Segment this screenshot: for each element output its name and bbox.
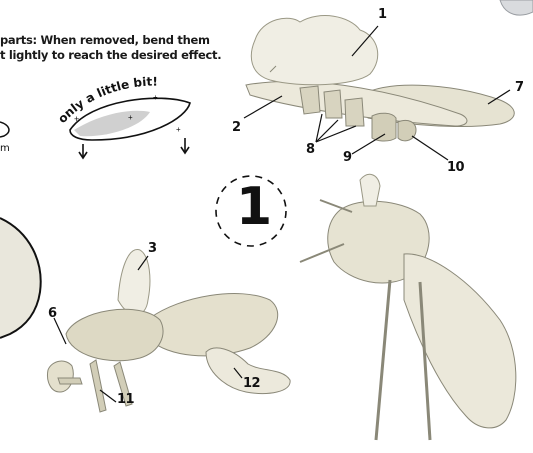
part-label-10: 10 (447, 160, 464, 175)
part-label-9: 9 (343, 150, 352, 165)
part-label-11: 11 (117, 392, 134, 407)
exploded-parts-view (246, 16, 514, 141)
detail-circle (0, 218, 41, 338)
part-label-12: 12 (243, 376, 260, 391)
part-label-8: 8 (306, 142, 315, 157)
part-label-2: 2 (232, 120, 241, 135)
step-number: 1 (236, 177, 272, 237)
corner-piece (500, 0, 533, 15)
part-label-6: 6 (48, 306, 57, 321)
cut-off-text: m (0, 143, 10, 154)
part-label-1: 1 (378, 7, 387, 22)
partial-oval-shape (0, 122, 9, 137)
svg-text:+: + (176, 125, 181, 134)
assembled-insect-view (300, 174, 516, 440)
part-label-3: 3 (148, 241, 157, 256)
svg-text:+: + (128, 113, 133, 122)
part-label-7: 7 (515, 80, 524, 95)
svg-text:+: + (153, 93, 158, 102)
